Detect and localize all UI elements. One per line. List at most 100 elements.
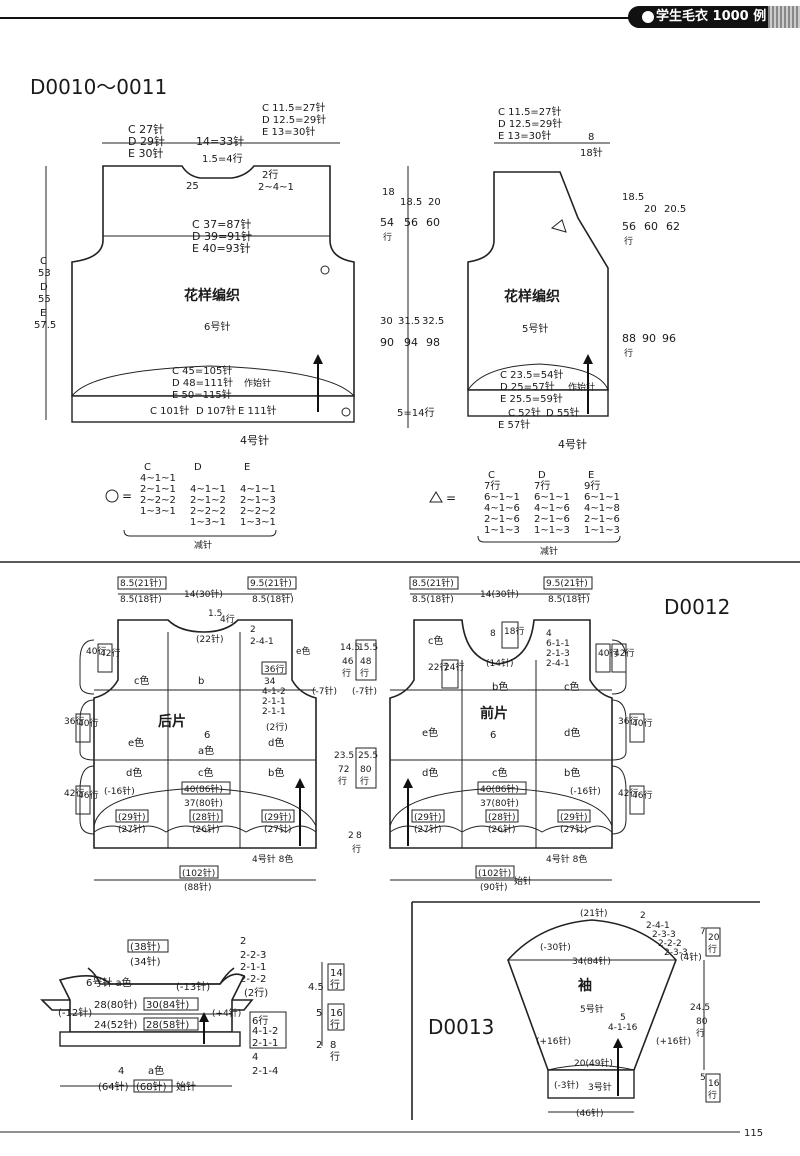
d0012-front-cell-9: b色 (564, 766, 580, 779)
d0010-back-sh-c: C 11.5=27针 (498, 105, 562, 118)
d0010-front-neck-b1: 2行 (262, 168, 278, 181)
d0012-back-r-box: 36行 (264, 663, 284, 675)
d0010-back-arm-unit: 行 (624, 235, 633, 247)
d0013-cap-1: 2 (640, 911, 646, 921)
d0012-back-cell-3: e色 (128, 736, 144, 749)
d0012-collar-top2: (34针) (130, 955, 161, 968)
d0010-back-body-c: 88 (622, 332, 636, 345)
d0010-back-label: 花样编织 (504, 288, 560, 305)
d0013-r-cuff-box (705, 1073, 721, 1103)
d0010-mid-arm-c-r: 54 (380, 216, 394, 229)
d0012-back-r-dec1: 34 (264, 677, 276, 687)
d0010-front-neck-b2: 2~4~1 (258, 182, 294, 193)
d0012-front-cell-3: c色 (564, 680, 580, 693)
d0010-back-side-b: 18针 (580, 146, 603, 159)
d0012-back-rib4: (26针) (192, 823, 219, 835)
d0013-cap-3: 2-3-3 (652, 930, 676, 940)
d0012-collar-r6: 行 (330, 1018, 340, 1031)
d0012-back-cell-2: b (198, 676, 204, 687)
d0013-r-cap2: 20 (708, 933, 720, 943)
d0012-front-r-low1: 42行 (618, 787, 638, 799)
tri-table-cell: 4~1~6 (484, 503, 520, 514)
d0012-front-neck-dec-3: 2-1-3 (546, 649, 570, 659)
triangle-table-caption: 减针 (540, 545, 558, 557)
d0012-front-needle: 4号针 8色 (546, 853, 587, 865)
d0010-front-chest-e: E 40=93针 (192, 241, 251, 255)
d0012-collar-row2a: 24(52针) (94, 1018, 137, 1031)
d0012-front-bot1-box (475, 865, 515, 879)
d0010-back-body-unit: 行 (624, 347, 633, 359)
d0010-mid-arm-d: 18.5 (400, 197, 422, 208)
d0010-back-rib-needle: 4号针 (558, 437, 587, 451)
d0012-collar-r9: 行 (330, 1050, 340, 1063)
d0012-back-r-box-frame (261, 661, 287, 675)
circle-table-cell: 1~3~1 (140, 506, 176, 517)
d0012-back-cell-1: c色 (134, 674, 150, 687)
d0012-collar-r3: 行 (330, 978, 340, 991)
header-rule (0, 17, 630, 19)
d0012-collar-row1b-box (143, 997, 199, 1011)
d0012-collar-dec-1: 2 (240, 936, 246, 947)
d0012-back-l-arm1: 40行 (86, 645, 106, 657)
d0012-back-top-l1-box (117, 576, 167, 590)
d0012-front-top-r1-box (543, 576, 593, 590)
tri-table-cell: 4~1~8 (584, 503, 620, 514)
d0010-back-sh-d: D 12.5=29针 (498, 117, 562, 130)
d0012-mid-d1: 25.5 (358, 751, 378, 761)
circle-table-cell: 4~1~1 (140, 473, 176, 484)
d0012-collar-dec: (-13针) (176, 980, 210, 993)
tri-table-cell: 1~1~3 (584, 525, 620, 536)
d0012-back-wid1-box (181, 781, 231, 795)
d0012-front-title: 前片 (480, 705, 508, 722)
d0012-back-rib6: (27针) (264, 823, 291, 835)
tri-table-cell: 1~1~3 (484, 525, 520, 536)
d0010-back-rib (467, 389, 609, 417)
d0012-front-r-mid2-box (629, 713, 645, 743)
d0010-mid-arm-e-r: 60 (426, 216, 440, 229)
d0012-front-wid2: 37(80针) (480, 797, 519, 809)
circle-table-cell: 2~1~2 (190, 495, 226, 506)
d0012-collar-box-frame (249, 1011, 287, 1049)
d0013-cap-l: (-30针) (540, 941, 571, 953)
d0012-front-rib2: (27针) (414, 823, 441, 835)
d0010-mid-rib: 5=14行 (397, 406, 434, 419)
d0012-front-top-r1: 9.5(21针) (546, 577, 588, 589)
d0012-collar-r2: 14 (330, 968, 343, 979)
d0012-back-rib1-box (115, 809, 149, 823)
d0012-front-cast-on: 始针 (514, 875, 532, 887)
tri-table-col-c: C (488, 470, 495, 481)
d0012-collar-top1-box (127, 939, 169, 953)
d0012-collar-r8: 8 (330, 1040, 336, 1051)
d0010-back-arm-c: 18.5 (622, 192, 644, 203)
d0010-mid-body-d: 31.5 (398, 316, 420, 327)
tri-table-cell: 9行 (584, 479, 600, 492)
d0010-back-arrow-head (583, 354, 593, 364)
d0012-back-bot2: (88针) (184, 881, 211, 893)
d0012-back-title: 后片 (158, 713, 186, 730)
d0012-collar-bot-a: 4 (118, 1066, 124, 1077)
d0010-front-sh-c: C 11.5=27针 (262, 101, 326, 114)
d0013-r-cuff1: 5 (700, 1073, 706, 1083)
d0010-back-arm-d-r: 60 (644, 220, 658, 233)
d0012-mid-a3: 行 (342, 667, 351, 679)
d0013-cuff-needle: 3号针 (588, 1081, 612, 1093)
d0012-collar-row1b: 30(84针) (146, 998, 189, 1011)
d0012-collar-bot-d-box (133, 1079, 173, 1093)
d0012-back-cell-5: a色 (198, 744, 214, 757)
d0010-mid-arm-e: 20 (428, 197, 441, 208)
triangle-symbol-icon (429, 491, 443, 503)
d0013-r-cuff2: 16 (708, 1079, 720, 1089)
d0012-collar-box-3: 2-1-1 (252, 1038, 278, 1049)
circle-table-cell: 2~2~2 (190, 506, 226, 517)
d0012-collar-bot-d: (68针) (136, 1080, 167, 1093)
d0012-front-neck-color: c色 (428, 634, 444, 647)
tri-table-cell: 4~1~6 (534, 503, 570, 514)
d0010-front-neck-a: 25 (186, 181, 199, 192)
d0013-width: 34(84针) (572, 955, 611, 967)
d0012-front-neck-c: (14针) (486, 657, 513, 669)
d0012-collar-dec-3: 2-1-1 (240, 962, 266, 973)
d0010-back-arm-c-r: 56 (622, 220, 636, 233)
d0012-collar-r5: 16 (330, 1008, 343, 1019)
d0012-back-top-r2: 8.5(18针) (252, 593, 294, 605)
